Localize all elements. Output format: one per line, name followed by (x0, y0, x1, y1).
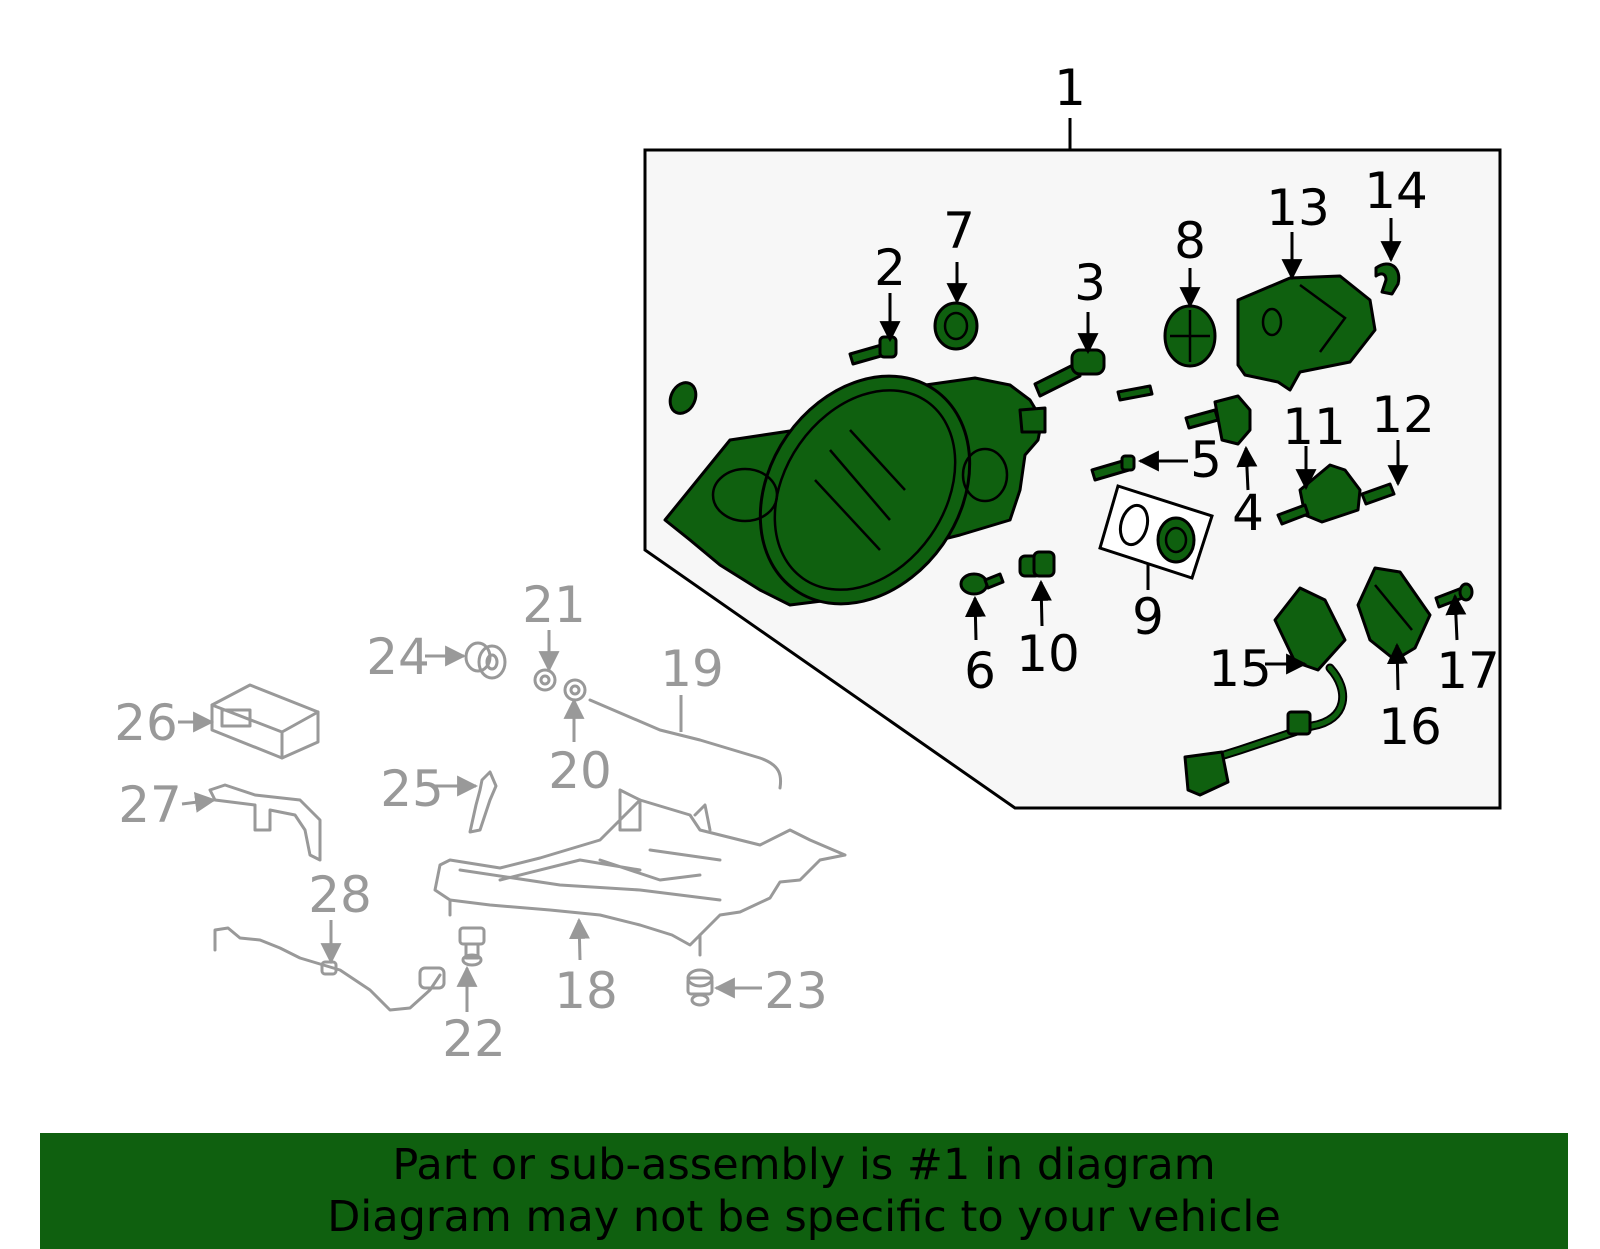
callout-19: 19 (660, 640, 724, 698)
part-6-bulb (959, 572, 1005, 596)
callout-18: 18 (554, 962, 618, 1020)
callout-12: 12 (1371, 386, 1435, 444)
callout-23: 23 (764, 962, 828, 1020)
part-4-connector (1184, 394, 1252, 446)
callout-7: 7 (943, 202, 975, 260)
callout-21: 21 (522, 576, 586, 634)
part-25-bracket (468, 770, 498, 834)
callout-13: 13 (1266, 179, 1330, 237)
callout-8: 8 (1174, 212, 1206, 270)
callout-4: 4 (1232, 484, 1264, 542)
callout-3: 3 (1074, 254, 1106, 312)
callout-27: 27 (118, 776, 182, 834)
part-7-ring (933, 301, 979, 351)
clip-part (668, 381, 698, 415)
callout-26: 26 (114, 694, 178, 752)
headlamp-housing (663, 374, 1047, 607)
part-21-bushing (533, 668, 557, 692)
part-19-rod (588, 698, 783, 790)
part-27-bracket (208, 783, 322, 862)
part-9-seal-kit (1098, 484, 1214, 580)
info-banner: Part or sub-assembly is #1 in diagram Di… (40, 1133, 1568, 1249)
part-23-bolt (686, 968, 714, 1007)
callout-11: 11 (1282, 398, 1346, 456)
leader-16 (1386, 642, 1408, 691)
callout-9: 9 (1132, 588, 1164, 646)
callout-28: 28 (308, 866, 372, 924)
leader-4 (1236, 445, 1258, 491)
part-26-module (210, 683, 320, 760)
callout-20: 20 (548, 742, 612, 800)
leader-27 (181, 791, 217, 813)
part-18-tray (433, 788, 847, 957)
part-16-igniter (1356, 566, 1432, 662)
small-screw (1116, 384, 1154, 402)
callout-15: 15 (1208, 640, 1272, 698)
part-20-bushing (563, 678, 587, 702)
leader-17 (1445, 593, 1467, 641)
part-15-ballast (1183, 586, 1348, 797)
callout-16: 16 (1378, 698, 1442, 756)
callout-24: 24 (366, 628, 430, 686)
callout-25: 25 (380, 760, 444, 818)
callout-2: 2 (874, 239, 906, 297)
part-8-cap (1163, 304, 1217, 368)
part-22-bolt (458, 926, 486, 967)
part-24-grommet (464, 641, 507, 680)
part-10-socket (1018, 550, 1056, 578)
callout-1: 1 (1054, 59, 1086, 117)
leader-10 (1030, 579, 1052, 627)
part-5-screw (1090, 454, 1136, 482)
part-12-screw (1360, 482, 1396, 506)
callout-17: 17 (1436, 642, 1500, 700)
banner-line-1: Part or sub-assembly is #1 in diagram (392, 1140, 1216, 1190)
banner-line-2: Diagram may not be specific to your vehi… (327, 1192, 1281, 1242)
leader-18 (568, 917, 590, 961)
part-13-module (1236, 274, 1377, 392)
callout-5: 5 (1190, 431, 1222, 489)
callout-22: 22 (442, 1010, 506, 1068)
leader-6 (964, 595, 986, 641)
part-14-clip (1374, 262, 1401, 296)
callout-6: 6 (964, 642, 996, 700)
callout-14: 14 (1364, 162, 1428, 220)
callout-10: 10 (1016, 625, 1080, 683)
part-3-bulb (1033, 348, 1106, 398)
